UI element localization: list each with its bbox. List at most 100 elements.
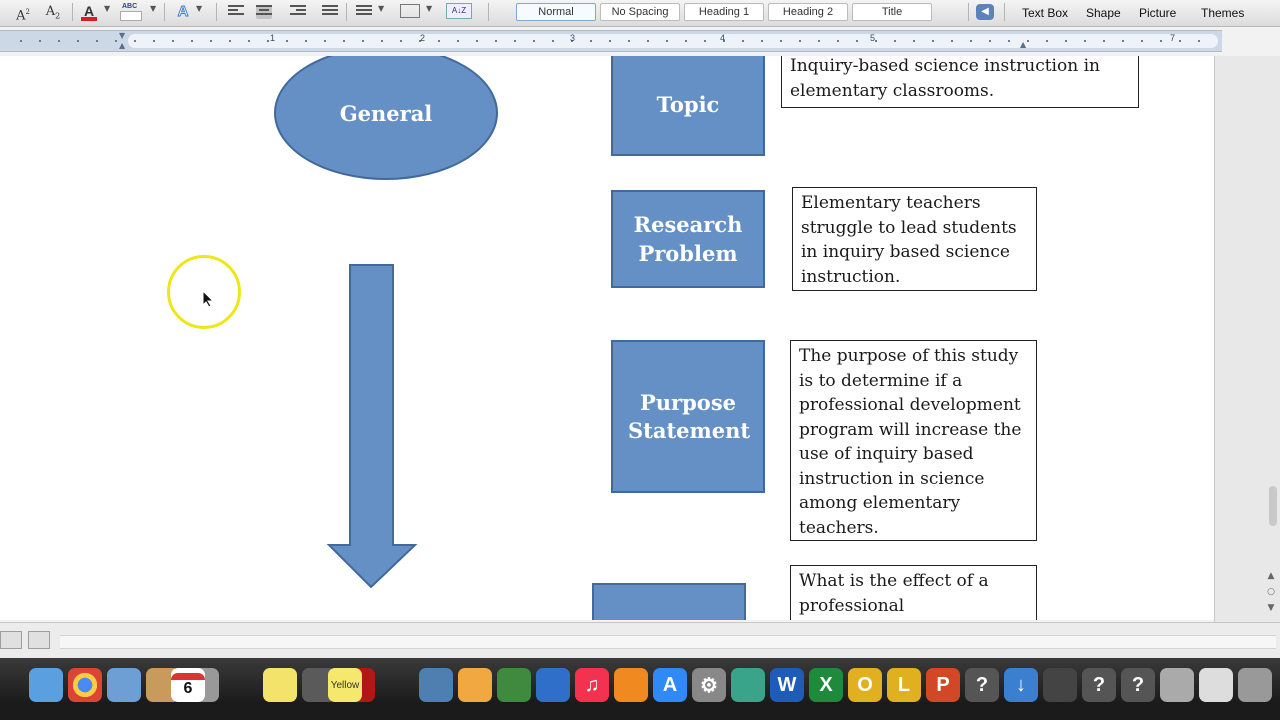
themes-button[interactable]: Themes [1201, 6, 1245, 20]
keynote-icon[interactable] [536, 668, 570, 702]
down-arrow-shape[interactable] [326, 264, 418, 589]
word-icon[interactable]: W [770, 668, 804, 702]
ruler-number: 4 [720, 33, 726, 43]
highlight-button[interactable]: ABC [118, 2, 146, 22]
ruler-tick [1103, 40, 1105, 42]
topic-text-box[interactable]: Inquiry-based science instruction in ele… [781, 56, 1139, 108]
outline-view-icon[interactable] [28, 631, 50, 649]
topic-box[interactable]: Topic [611, 56, 765, 156]
ruler-tick [1046, 40, 1048, 42]
borders-dropdown[interactable]: ▼ [426, 4, 433, 13]
screenshot-icon[interactable] [1043, 668, 1077, 702]
scroll-down-icon[interactable]: ▼ [1267, 603, 1275, 613]
pages-icon[interactable] [458, 668, 492, 702]
outlook-icon[interactable]: O [848, 668, 882, 702]
ruler-tick [96, 40, 98, 42]
iphoto-icon[interactable] [419, 668, 453, 702]
align-center-icon[interactable] [256, 5, 272, 19]
ruler-tick [1141, 40, 1143, 42]
ruler-tick [1008, 40, 1010, 42]
font-color-button[interactable]: A [78, 2, 100, 22]
ruler-number: 2 [420, 33, 426, 43]
align-right-icon[interactable] [290, 5, 306, 19]
research-problem-box[interactable]: Research Problem [611, 190, 765, 288]
research-question-text-box[interactable]: What is the effect of a professional [790, 565, 1037, 620]
disk-utility-icon[interactable] [1160, 668, 1194, 702]
style-title[interactable]: Title [852, 3, 932, 21]
help-icon-2[interactable]: ? [1082, 668, 1116, 702]
insert-shape[interactable]: Shape [1086, 6, 1121, 20]
borders-icon[interactable] [400, 4, 420, 18]
highlight-dropdown[interactable]: ▼ [150, 4, 157, 13]
style-heading-2[interactable]: Heading 2 [768, 3, 848, 21]
purpose-statement-label: Purpose Statement [628, 389, 751, 443]
scroll-up-icon[interactable]: ▲ [1267, 571, 1275, 581]
sort-icon[interactable]: A↓Z [446, 3, 472, 19]
line-spacing-icon[interactable] [356, 5, 372, 19]
lync-icon[interactable]: L [887, 668, 921, 702]
chrome-icon[interactable] [68, 668, 102, 702]
align-left-icon[interactable] [228, 5, 244, 19]
style-heading-1[interactable]: Heading 1 [684, 3, 764, 21]
system-preferences-icon[interactable]: ⚙ [692, 668, 726, 702]
ruler-tick [571, 40, 573, 42]
stickies-icon[interactable] [263, 668, 297, 702]
time-machine-icon[interactable] [731, 668, 765, 702]
excel-icon[interactable]: X [809, 668, 843, 702]
superscript-button[interactable]: A2 [16, 8, 30, 24]
itunes-icon[interactable]: ♫ [575, 668, 609, 702]
calendar-icon[interactable]: 6 [171, 668, 205, 702]
yellow-stickies-icon[interactable]: Yellow [328, 668, 362, 702]
trash-icon[interactable] [1238, 668, 1272, 702]
research-question-box[interactable] [592, 583, 746, 620]
line-spacing-dropdown[interactable]: ▼ [378, 4, 385, 13]
right-indent-marker[interactable]: ▲ [1020, 40, 1027, 49]
left-indent-marker[interactable]: ▲ [119, 41, 126, 50]
mail-icon[interactable] [1199, 668, 1233, 702]
style-normal[interactable]: Normal [516, 3, 596, 21]
browse-object-icon[interactable]: ○ [1267, 587, 1275, 597]
horizontal-ruler[interactable]: 1 2 3 4 5 7 ▼ ▲ ▲ [0, 30, 1222, 52]
purpose-statement-box[interactable]: Purpose Statement [611, 340, 765, 493]
styles-pane-icon[interactable]: ◀ [976, 4, 994, 20]
subscript-button[interactable]: A2 [45, 4, 61, 21]
insert-picture[interactable]: Picture [1139, 6, 1177, 20]
first-line-indent-marker[interactable]: ▼ [119, 31, 126, 40]
ruler-tick [248, 40, 250, 42]
finder-icon[interactable] [29, 668, 63, 702]
general-oval[interactable]: General [274, 56, 498, 180]
insert-text-box[interactable]: Text Box [1022, 6, 1069, 20]
ruler-tick [647, 40, 649, 42]
ruler-tick [590, 40, 592, 42]
ruler-tick [153, 40, 155, 42]
help-icon-3[interactable]: ? [1121, 668, 1155, 702]
font-color-dropdown[interactable]: ▼ [104, 4, 111, 13]
ibooks-icon[interactable] [614, 668, 648, 702]
ruler-tick [324, 40, 326, 42]
justify-icon[interactable] [322, 5, 338, 19]
powerpoint-icon[interactable]: P [926, 668, 960, 702]
document-page[interactable]: General Topic Inquiry-based science inst… [0, 56, 1214, 620]
style-no-spacing[interactable]: No Spacing [600, 3, 680, 21]
research-problem-text-box[interactable]: Elementary teachers struggle to lead stu… [792, 187, 1037, 291]
numbers-icon[interactable] [497, 668, 531, 702]
purpose-statement-text-box[interactable]: The purpose of this study is to determin… [790, 340, 1037, 541]
ruler-tick [1179, 40, 1181, 42]
downloads-icon[interactable]: ↓ [1004, 668, 1038, 702]
ruler-tick [913, 40, 915, 42]
ruler-tick [305, 40, 307, 42]
draft-view-icon[interactable] [0, 631, 22, 649]
preview-icon[interactable] [107, 668, 141, 702]
ruler-tick [609, 40, 611, 42]
ruler-tick [476, 40, 478, 42]
ruler-tick [495, 40, 497, 42]
text-effects-dropdown[interactable]: ▼ [196, 4, 203, 13]
app-store-icon[interactable]: A [653, 668, 687, 702]
text-effects-button[interactable]: A [177, 3, 189, 21]
vertical-scrollbar[interactable]: ▲ ○ ▼ [1214, 56, 1280, 622]
ruler-tick [932, 40, 934, 42]
scroll-thumb[interactable] [1269, 486, 1277, 526]
help-icon[interactable]: ? [965, 668, 999, 702]
topic-label: Topic [656, 91, 720, 117]
horizontal-scrollbar[interactable] [60, 635, 1276, 649]
